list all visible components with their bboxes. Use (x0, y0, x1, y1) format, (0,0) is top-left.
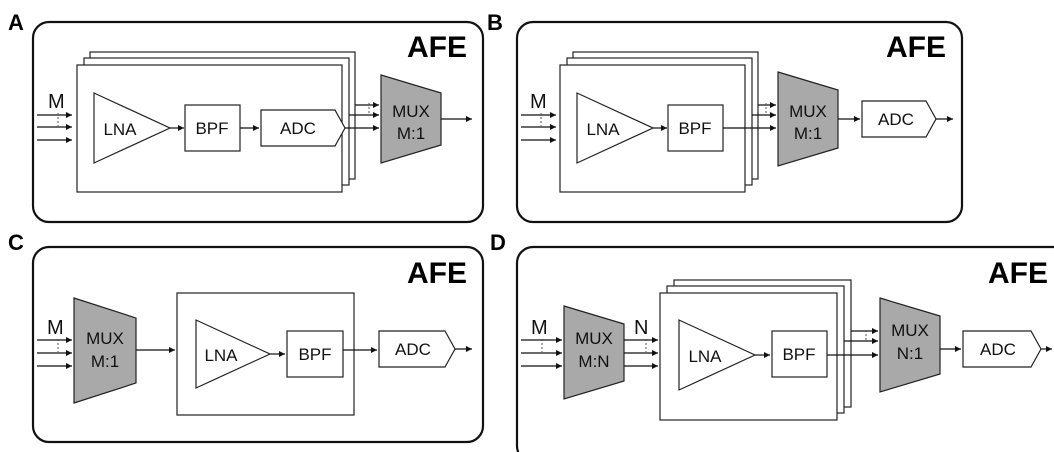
panel-b-adc (861, 100, 937, 138)
panel-b-mux-line1: MUX (789, 102, 827, 121)
panel-d-adc-label: ADC (980, 340, 1016, 359)
panel-b-mux (777, 71, 839, 167)
panel-a-afe-title: AFE (407, 31, 467, 64)
panel-c-bpf-label: BPF (298, 345, 331, 364)
panel-d-mux-m-n (563, 305, 625, 400)
panel-d-bpf-label: BPF (782, 345, 815, 364)
panel-d-mid-label: N (634, 317, 648, 339)
panel-d-letter: D (490, 230, 506, 255)
panel-d-adc (962, 330, 1042, 368)
panel-a: A AFE M LNA BPF ADC MUX M:1 (8, 10, 485, 224)
panel-b-input-label: M (530, 91, 547, 113)
panel-a-bpf-label: BPF (195, 119, 228, 138)
panel-c-mux-line2: M:1 (91, 352, 119, 371)
panel-d-afe-title: AFE (988, 257, 1048, 290)
panel-c: C AFE M MUX M:1 LNA BPF ADC (8, 230, 485, 444)
panel-c-letter: C (8, 230, 24, 255)
panel-d-mux-n-1 (879, 297, 941, 393)
panel-d-lna (678, 319, 757, 391)
panel-a-mux-line1: MUX (392, 102, 430, 121)
panel-b: B AFE M LNA BPF MUX M:1 ADC (487, 10, 964, 224)
panel-d-mux2-line2: N:1 (897, 344, 923, 363)
panel-a-letter: A (8, 10, 24, 35)
panel-c-adc (378, 330, 456, 368)
panel-c-lna (195, 319, 272, 389)
panel-d-input-label: M (531, 317, 548, 339)
panel-a-bpf (184, 104, 241, 152)
panel-b-lna-label: LNA (586, 120, 620, 139)
panel-d: D AFE M MUX M:N N LNA BPF MUX N:1 AD (490, 230, 1054, 452)
panel-a-lna-label: LNA (103, 120, 137, 139)
panel-a-mux (380, 74, 442, 164)
panel-c-mux (73, 297, 137, 404)
panel-d-bpf (771, 330, 828, 378)
panel-b-lna (576, 92, 655, 164)
panel-d-mux2-line1: MUX (891, 321, 929, 340)
panel-a-input-label: M (48, 91, 65, 113)
panel-b-adc-label: ADC (878, 110, 914, 129)
panel-b-letter: B (487, 10, 503, 35)
panel-a-mux-line2: M:1 (397, 124, 425, 143)
panel-a-adc (260, 109, 346, 147)
panel-b-afe-title: AFE (886, 31, 946, 64)
panel-c-adc-label: ADC (395, 340, 431, 359)
panel-b-mux-line2: M:1 (794, 124, 822, 143)
panel-c-mux-line1: MUX (86, 329, 124, 348)
panel-c-input-label: M (47, 317, 64, 339)
panel-c-afe-title: AFE (407, 257, 467, 290)
panel-a-lna (93, 92, 172, 164)
panel-b-bpf-label: BPF (678, 119, 711, 138)
panel-d-lna-label: LNA (688, 347, 722, 366)
panel-c-lna-label: LNA (204, 346, 238, 365)
panel-c-bpf (286, 330, 344, 378)
panel-a-adc-label: ADC (280, 119, 316, 138)
panel-d-mux1-line1: MUX (575, 329, 613, 348)
panel-d-mux1-line2: M:N (578, 352, 609, 371)
